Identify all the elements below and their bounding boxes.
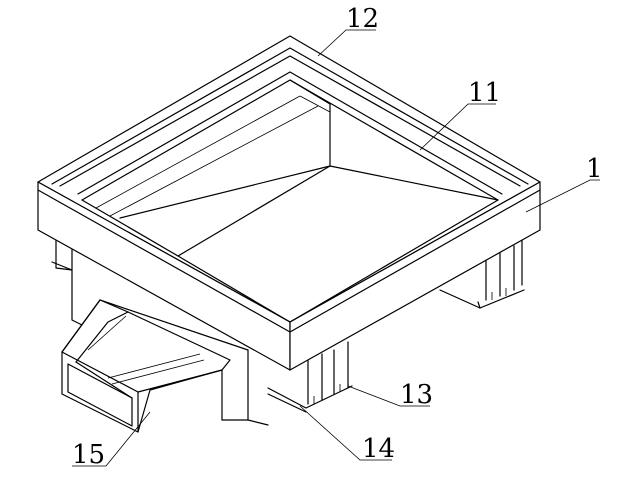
tank-body	[37, 35, 541, 371]
leader-15	[72, 411, 151, 467]
left-bracket	[51, 239, 73, 271]
right-bracket	[439, 239, 525, 309]
label-12: 12	[346, 4, 379, 34]
leader-14	[299, 405, 392, 461]
leader-1	[525, 179, 600, 213]
leader-lines	[72, 29, 600, 467]
label-11: 11	[468, 78, 501, 108]
outlet-duct	[61, 299, 231, 433]
leader-11	[419, 103, 496, 151]
label-15: 15	[72, 440, 105, 470]
label-14: 14	[362, 434, 395, 464]
front-bracket	[267, 341, 353, 413]
label-13: 13	[400, 380, 433, 410]
leader-13	[347, 385, 430, 407]
label-1: 1	[586, 154, 603, 184]
leader-12	[317, 29, 376, 57]
